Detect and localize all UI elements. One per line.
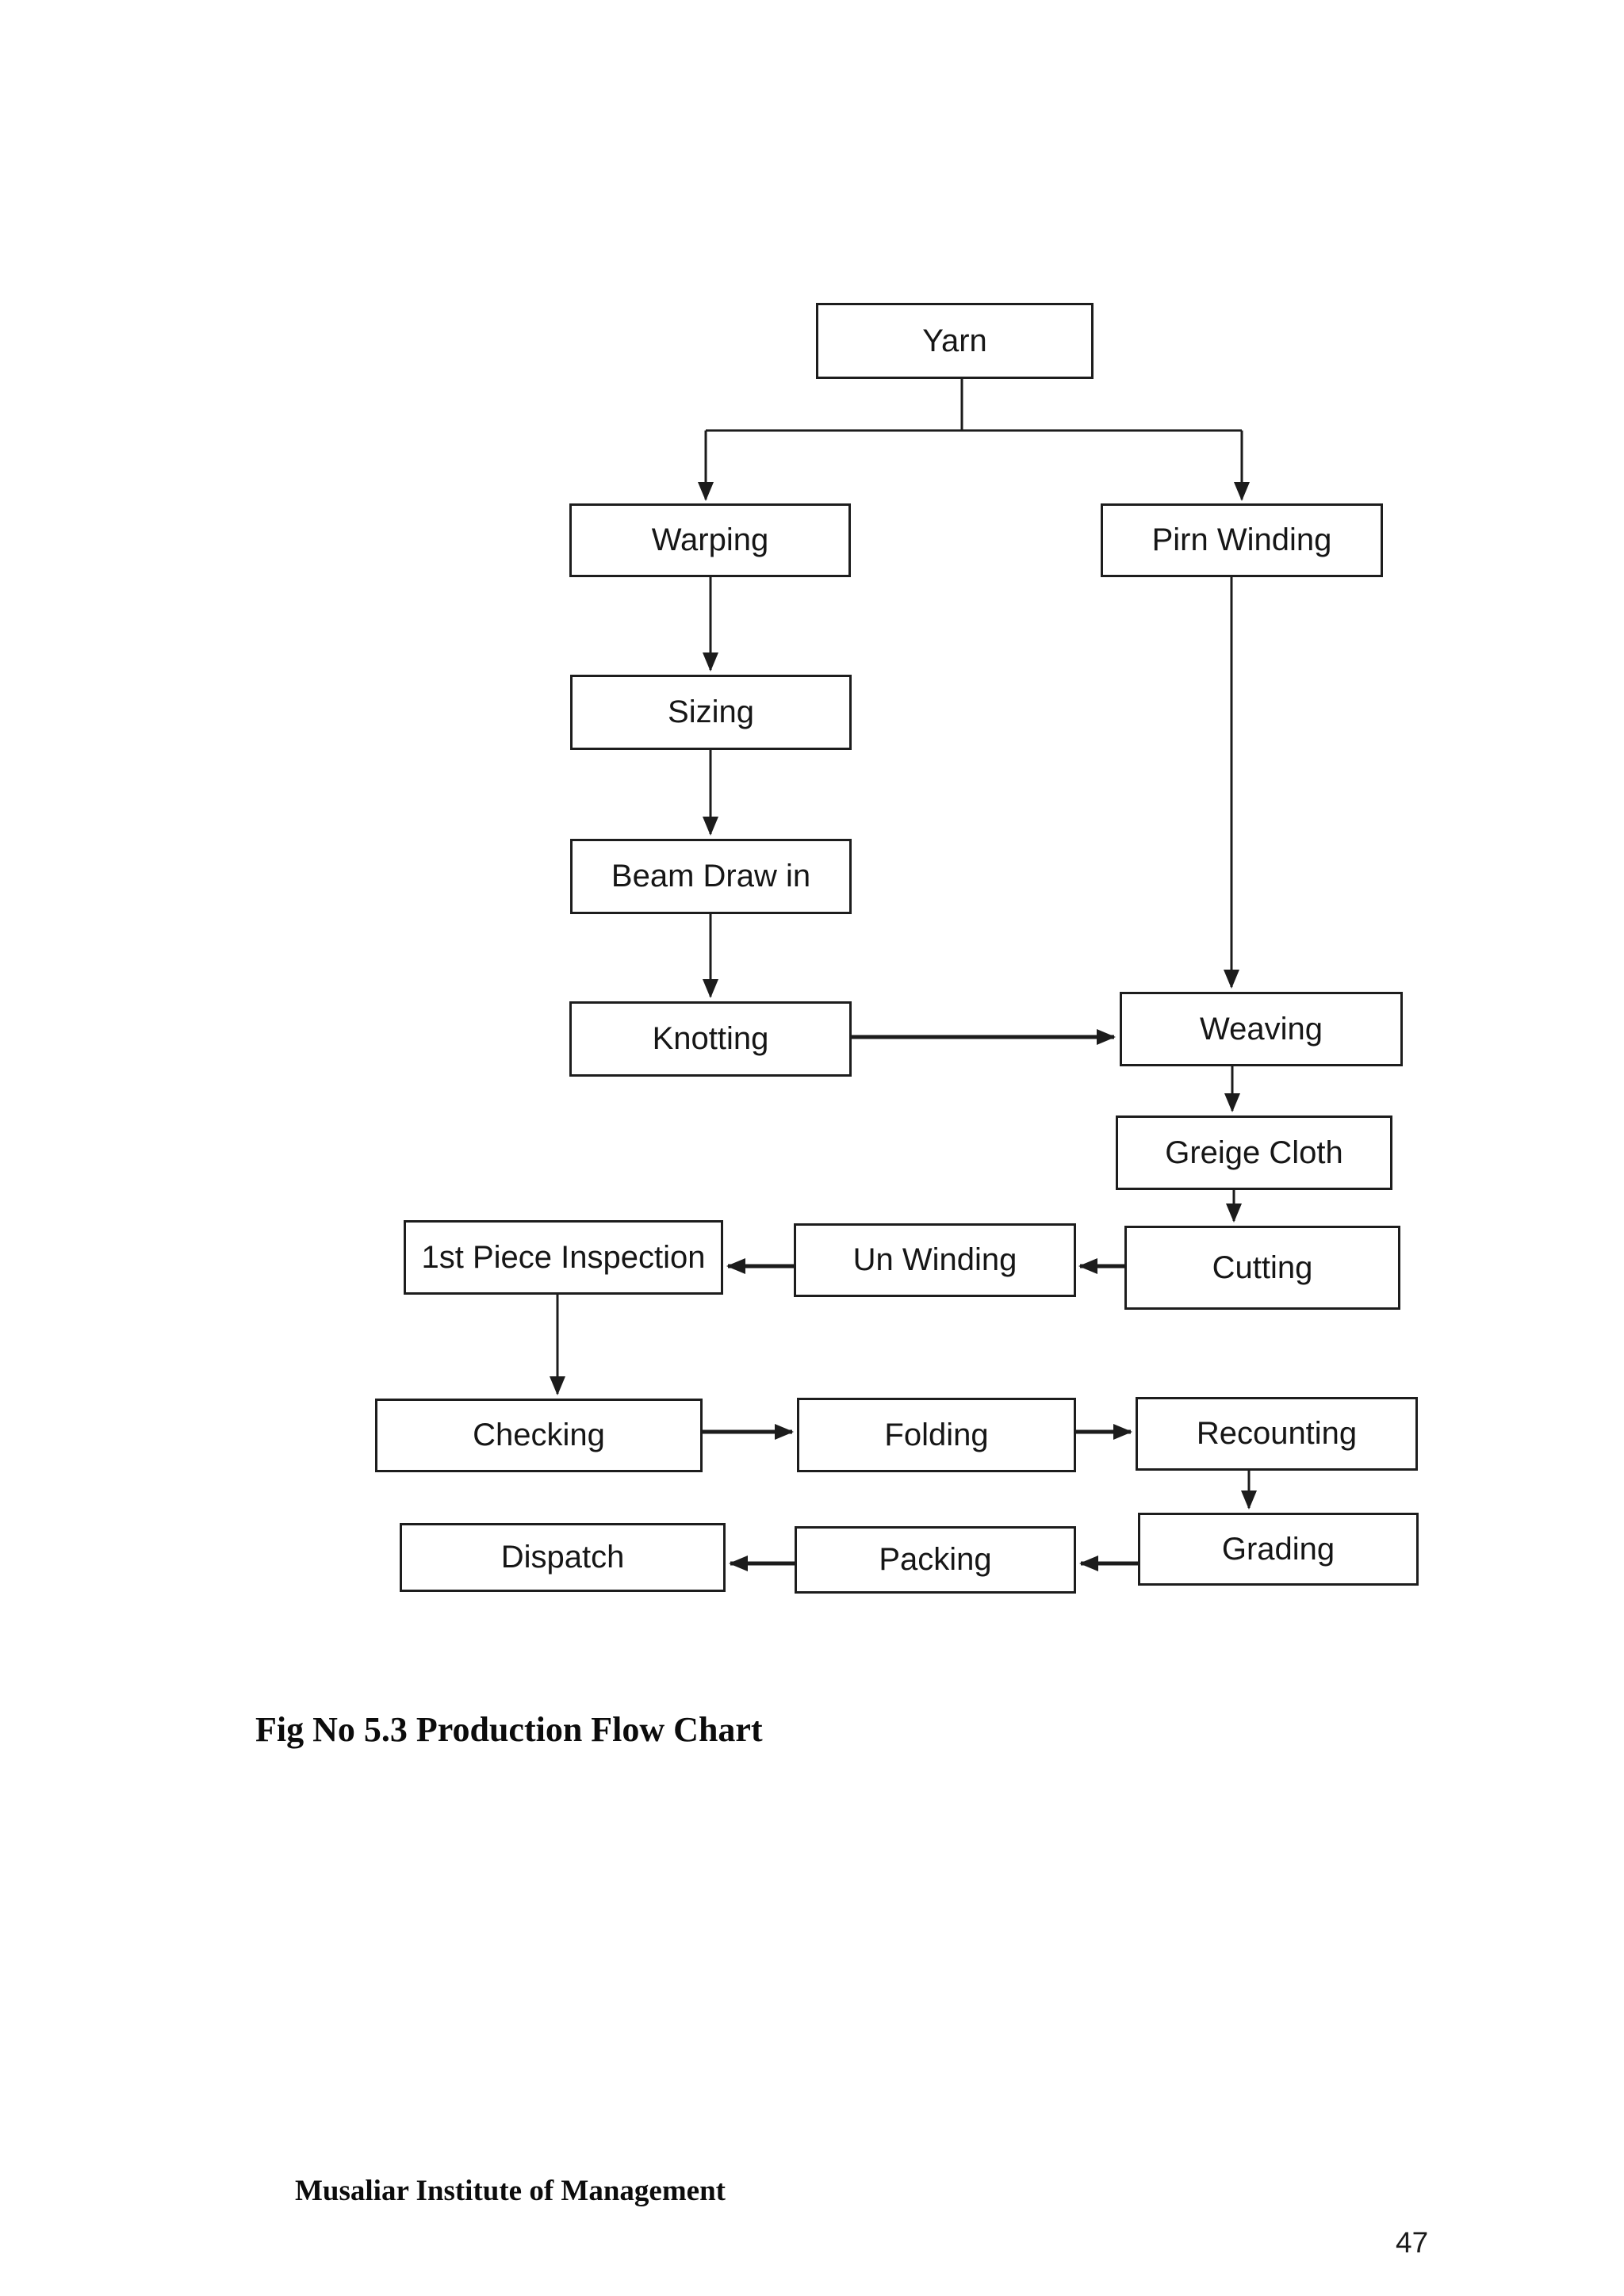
node-knotting: Knotting: [569, 1001, 852, 1077]
node-grading: Grading: [1138, 1513, 1419, 1586]
node-first-piece-inspection: 1st Piece Inspection: [404, 1220, 723, 1295]
node-dispatch: Dispatch: [400, 1523, 726, 1592]
node-folding: Folding: [797, 1398, 1076, 1472]
node-weaving: Weaving: [1120, 992, 1403, 1066]
node-un-winding: Un Winding: [794, 1223, 1076, 1297]
page-number: 47: [1396, 2226, 1429, 2259]
node-packing: Packing: [795, 1526, 1076, 1594]
node-beam-draw-in: Beam Draw in: [570, 839, 852, 914]
node-greige-cloth: Greige Cloth: [1116, 1115, 1392, 1190]
node-warping: Warping: [569, 503, 851, 577]
node-sizing: Sizing: [570, 675, 852, 750]
footer-text: Musaliar Institute of Management: [295, 2175, 726, 2207]
node-cutting: Cutting: [1124, 1226, 1400, 1310]
node-yarn: Yarn: [816, 303, 1094, 379]
node-recounting: Recounting: [1136, 1397, 1418, 1471]
node-pirn-winding: Pirn Winding: [1101, 503, 1383, 577]
node-checking: Checking: [375, 1399, 703, 1472]
figure-caption: Fig No 5.3 Production Flow Chart: [255, 1710, 763, 1749]
